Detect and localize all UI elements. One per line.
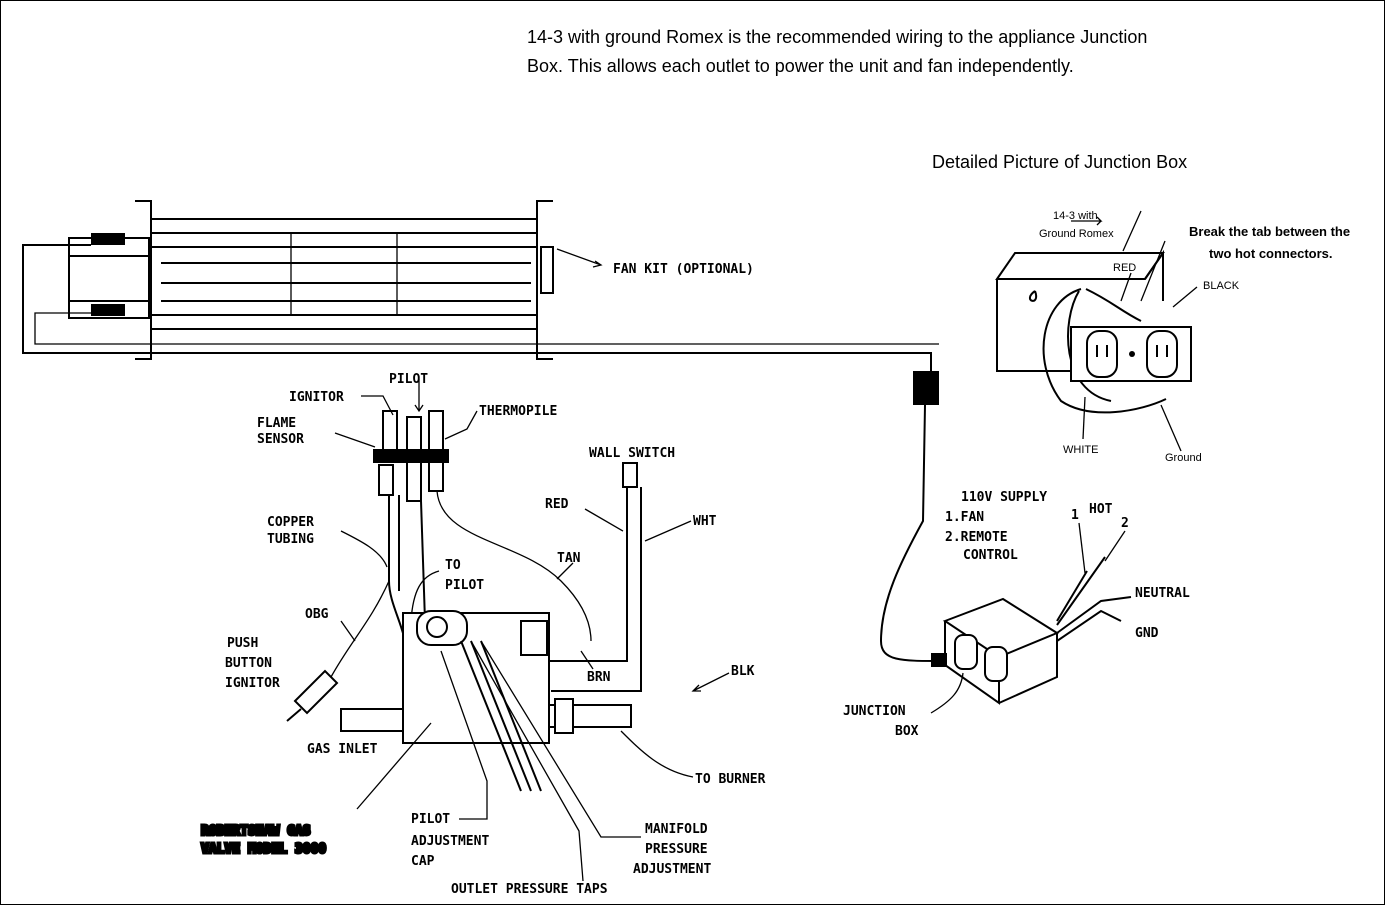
label-to-pilot-1: TO [445, 558, 461, 573]
fan-kit [22, 200, 939, 371]
fan-motor-terminal-bottom [91, 304, 125, 316]
label-to-burner: TO BURNER [695, 772, 766, 787]
blk-wire-arrow [691, 672, 730, 692]
label-tan: TAN [557, 551, 581, 566]
detail-label-romex-2: Ground Romex [1039, 228, 1114, 240]
label-copper-tubing-1: COPPER [267, 515, 314, 530]
label-supply-2: 1.FAN [945, 510, 984, 525]
detail-label-ground: Ground [1165, 452, 1202, 464]
gas-valve [340, 610, 632, 792]
hot-2-arrow [1104, 530, 1126, 562]
wall-switch [521, 462, 642, 692]
label-push-2: BUTTON [225, 656, 272, 671]
label-fan-kit: FAN KIT (OPTIONAL) [613, 262, 754, 277]
label-supply-1: 110V SUPPLY [961, 490, 1047, 505]
fan-motor-terminal-top [91, 233, 125, 245]
label-junction-box-2: BOX [895, 724, 919, 739]
thermopile-arrow [444, 410, 478, 440]
header-note-line2: Box. This allows each outlet to power th… [527, 56, 1074, 76]
cord-to-junction-box [879, 404, 942, 662]
label-gnd: GND [1135, 626, 1159, 641]
to-burner-arrow [620, 730, 694, 778]
label-thermopile: THERMOPILE [479, 404, 557, 419]
junction-box-arrow [930, 672, 964, 714]
label-ignitor: IGNITOR [289, 390, 344, 405]
detail-label-red: RED [1113, 262, 1136, 274]
brn-wire-arrow [580, 650, 594, 670]
valve-model-label: ROBERTSHAW GAS VALVE MODEL 3000 [200, 823, 328, 859]
manifold-arrow [480, 640, 641, 838]
push-button-ignitor [286, 580, 390, 722]
label-wht: WHT [693, 514, 717, 529]
label-manifold-3: ADJUSTMENT [633, 862, 711, 877]
label-pilot: PILOT [389, 372, 428, 387]
label-manifold-2: PRESSURE [645, 842, 708, 857]
label-copper-tubing-2: TUBING [267, 532, 314, 547]
label-hot-2: 2 [1121, 516, 1129, 531]
pilot-adjustment-arrow [440, 650, 488, 820]
label-hot-1: 1 [1071, 508, 1079, 523]
outlet-taps-arrow [470, 640, 584, 882]
label-pilot-adjustment-2: ADJUSTMENT [411, 834, 489, 849]
valve-model-arrow [356, 722, 432, 810]
detail-label-black: BLACK [1203, 280, 1240, 292]
label-pilot-adjustment-3: CAP [411, 854, 435, 869]
label-push-3: IGNITOR [225, 676, 280, 691]
hot-1-arrow [1078, 522, 1086, 574]
gas-inlet-pipe [340, 708, 404, 732]
detail-label-romex-1: 14-3 with [1053, 210, 1098, 222]
detail-break-note-2: two hot connectors. [1209, 246, 1333, 261]
label-valve-model-1: ROBERTSHAW GAS [201, 824, 311, 839]
label-gas-inlet: GAS INLET [307, 742, 378, 757]
header-note-line1: 14-3 with ground Romex is the recommende… [527, 27, 1147, 47]
label-junction-box-1: JUNCTION [843, 704, 906, 719]
label-red: RED [545, 497, 569, 512]
label-hot: HOT [1089, 502, 1113, 517]
fan-power-cord [22, 244, 932, 371]
fan-kit-arrow [556, 248, 603, 268]
label-brn: BRN [587, 670, 611, 685]
label-push-1: PUSH [227, 636, 258, 651]
label-flame-sensor-1: FLAME [257, 416, 296, 431]
label-to-pilot-2: PILOT [445, 578, 484, 593]
label-outlet-pressure-taps: OUTLET PRESSURE TAPS [451, 882, 608, 897]
label-manifold-1: MANIFOLD [645, 822, 708, 837]
label-flame-sensor-2: SENSOR [257, 432, 304, 447]
pilot-assembly [373, 410, 592, 642]
label-blk: BLK [731, 664, 755, 679]
tan-wire-arrow [556, 562, 574, 580]
label-supply-4: CONTROL [963, 548, 1018, 563]
label-valve-model-2: VALVE MODEL 3000 [201, 842, 326, 857]
red-wire-arrow [584, 508, 624, 532]
pilot-arrow [414, 379, 424, 413]
ignitor-arrow [361, 395, 394, 416]
label-pilot-adjustment-1: PILOT [411, 812, 450, 827]
junction-box-detail-picture [995, 210, 1198, 452]
detail-label-white: WHITE [1063, 444, 1098, 456]
obg-arrow [340, 620, 356, 642]
detail-break-note-1: Break the tab between the [1189, 224, 1350, 239]
flame-sensor-arrow [334, 432, 376, 448]
label-obg: OBG [305, 607, 329, 622]
junction-box [931, 556, 1132, 705]
label-neutral: NEUTRAL [1135, 586, 1190, 601]
cord-plug [913, 371, 939, 405]
wht-wire-arrow [644, 520, 692, 542]
junction-detail-title: Detailed Picture of Junction Box [932, 152, 1187, 172]
label-supply-3: 2.REMOTE [945, 530, 1008, 545]
copper-tubing-arrow [340, 530, 388, 568]
label-wall-switch: WALL SWITCH [589, 446, 675, 461]
